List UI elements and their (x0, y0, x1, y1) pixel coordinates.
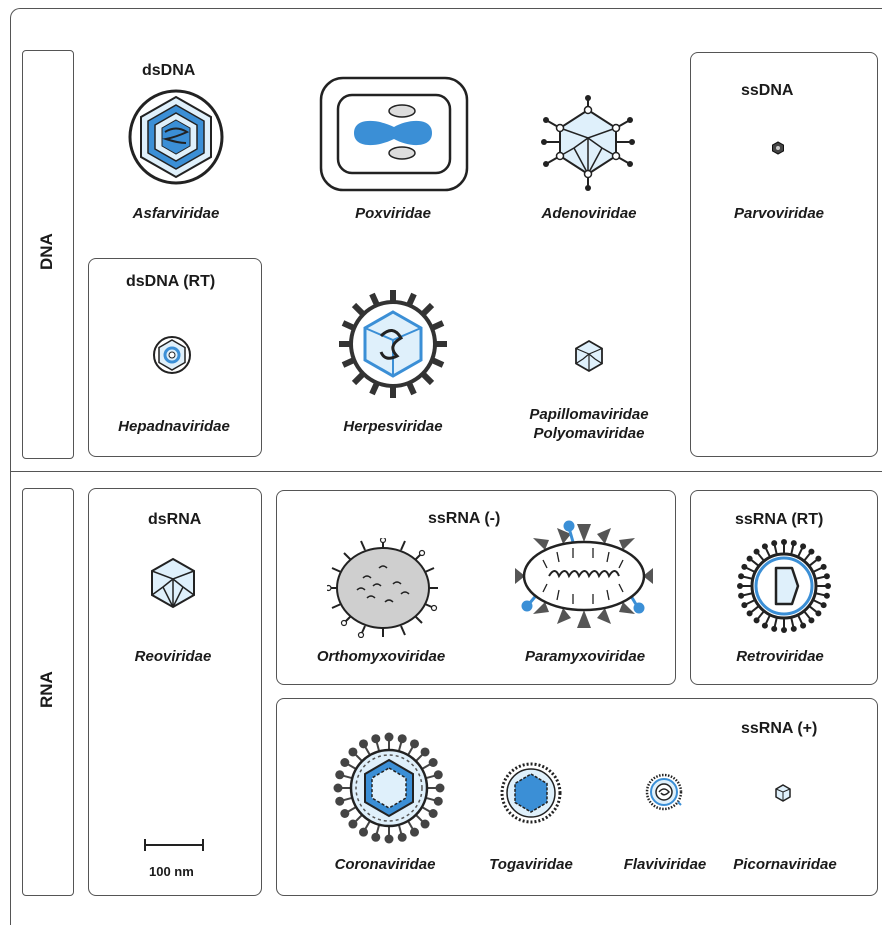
dna-side-box (22, 50, 74, 459)
rna-section-label: RNA (37, 671, 56, 708)
parvoviridae-icon (772, 141, 784, 155)
dsdna-label: dsDNA (142, 62, 196, 79)
papillomaviridae-name: Papillomaviridae (529, 406, 649, 423)
asfarviridae-icon (128, 89, 224, 185)
flaviviridae-name: Flaviviridae (623, 856, 707, 873)
figure-frame (10, 8, 882, 925)
retroviridae-name: Retroviridae (736, 648, 824, 665)
scale-label: 100 nm (149, 864, 194, 879)
ssrna-pos-label: ssRNA (+) (741, 720, 818, 737)
orthomyxoviridae-name: Orthomyxoviridae (316, 648, 446, 665)
papillomaviridae-icon (575, 339, 603, 373)
hepadnaviridae-icon (153, 336, 191, 374)
ssdna-label: ssDNA (741, 82, 794, 99)
ssrna-neg-label: ssRNA (-) (428, 510, 501, 527)
herpesviridae-name: Herpesviridae (343, 418, 443, 435)
poxviridae-icon (319, 76, 469, 192)
retroviridae-icon (737, 539, 831, 633)
reoviridae-name: Reoviridae (134, 648, 212, 665)
dna-section-label: DNA (37, 233, 56, 270)
ssdna-box (690, 52, 878, 457)
adenoviridae-icon (541, 95, 635, 191)
poxviridae-name: Poxviridae (355, 205, 431, 222)
paramyxoviridae-name: Paramyxoviridae (524, 648, 646, 665)
picornaviridae-icon (775, 784, 791, 802)
togaviridae-icon (500, 762, 562, 824)
scale-bar (144, 839, 204, 851)
reoviridae-icon (151, 557, 195, 609)
ssrna-rt-label: ssRNA (RT) (735, 511, 824, 528)
dna-rna-divider (10, 471, 882, 472)
adenoviridae-name: Adenoviridae (541, 205, 637, 222)
herpesviridae-icon (339, 290, 447, 398)
coronaviridae-name: Coronaviridae (334, 856, 436, 873)
flaviviridae-icon (645, 773, 683, 811)
asfarviridae-name: Asfarviridae (132, 205, 220, 222)
parvoviridae-name: Parvoviridae (733, 205, 825, 222)
togaviridae-name: Togaviridae (489, 856, 573, 873)
coronaviridae-icon (333, 732, 445, 844)
paramyxoviridae-icon (515, 520, 653, 628)
orthomyxoviridae-icon (327, 538, 438, 638)
dsdna-rt-label: dsDNA (RT) (126, 273, 216, 290)
polyomaviridae-name: Polyomaviridae (533, 425, 645, 442)
dsrna-box (88, 488, 262, 896)
dsrna-label: dsRNA (148, 511, 202, 528)
picornaviridae-name: Picornaviridae (733, 856, 837, 873)
hepadnaviridae-name: Hepadnaviridae (118, 418, 230, 435)
rna-side-box (22, 488, 74, 896)
